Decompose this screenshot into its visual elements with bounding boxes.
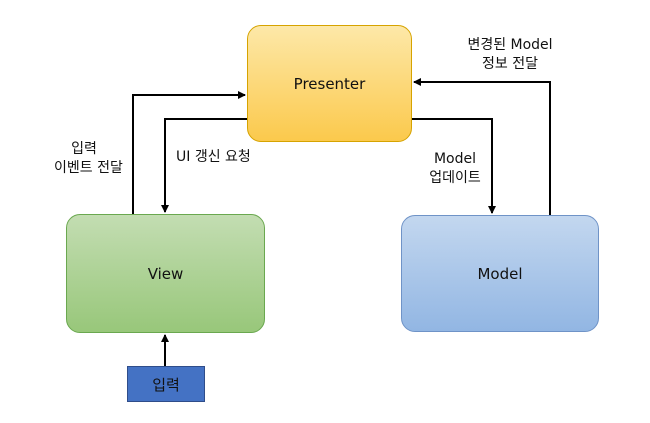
- edge-label-line: 정보 전달: [482, 56, 538, 72]
- edge-label-presenter-to-view: UI 갱신 요청: [176, 148, 276, 167]
- edge-label-line: 이벤트 전달: [54, 160, 123, 176]
- arrow-view-to-presenter: [132, 91, 246, 214]
- edge-label-line: Model: [433, 151, 477, 167]
- view-label: View: [147, 264, 184, 283]
- edge-label-presenter-to-model: Model 업데이트: [420, 150, 490, 188]
- edge-label-text: UI 갱신 요청: [176, 149, 251, 165]
- input-label: 입력: [152, 375, 180, 394]
- arrow-presenter-to-model: [412, 118, 496, 214]
- edge-label-line: 업데이트: [429, 170, 481, 186]
- edge-label-model-to-presenter: 변경된 Model 정보 전달: [455, 36, 565, 74]
- view-node: View: [66, 214, 265, 333]
- input-node: 입력: [127, 366, 205, 402]
- presenter-node: Presenter: [247, 25, 412, 142]
- edge-label-line: 입력: [71, 141, 97, 157]
- presenter-label: Presenter: [293, 74, 366, 93]
- arrow-model-to-presenter: [413, 78, 551, 215]
- arrow-presenter-to-view: [161, 118, 247, 213]
- model-node: Model: [401, 215, 599, 332]
- model-label: Model: [477, 264, 523, 283]
- edge-label-line: 변경된 Model: [467, 37, 553, 53]
- edge-label-view-to-presenter: 입력 이벤트 전달: [54, 140, 123, 178]
